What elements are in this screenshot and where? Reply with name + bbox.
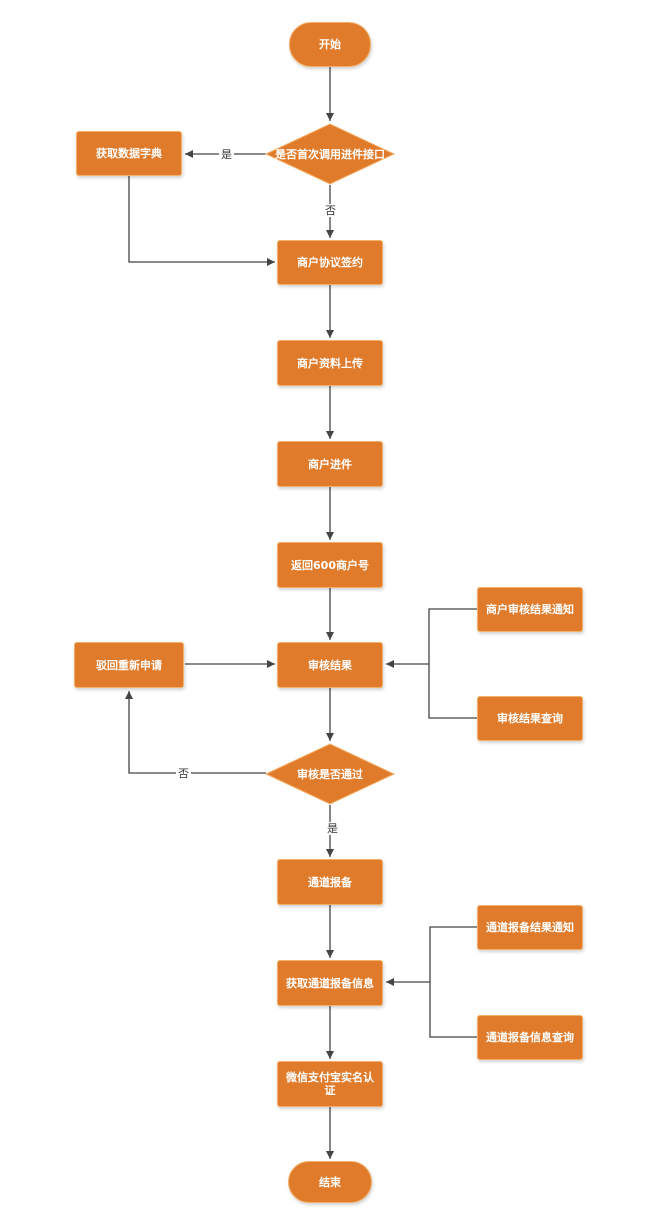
edge-label-review-no: 否 <box>176 767 191 780</box>
onboard-node: 商户进件 <box>277 441 383 487</box>
upload-docs-node: 商户资料上传 <box>277 340 383 386</box>
review-result-node: 审核结果 <box>277 642 383 688</box>
reject-reapply-node: 驳回重新申请 <box>74 642 184 688</box>
channel-report-node: 通道报备 <box>277 859 383 905</box>
edge-get-dict-to-sign <box>128 176 275 266</box>
decision-first-call: 是否首次调用进件接口 <box>265 123 395 185</box>
decision-review-passed-label: 审核是否通过 <box>297 768 363 781</box>
edge-review-notify-bracket <box>428 608 477 719</box>
report-query-node: 通道报备信息查询 <box>477 1015 583 1060</box>
realname-auth-node: 微信支付宝实名认证 <box>277 1061 383 1107</box>
get-dictionary-node: 获取数据字典 <box>76 131 182 176</box>
edge-label-review-yes: 是 <box>325 822 340 835</box>
decision-first-call-label: 是否首次调用进件接口 <box>275 148 385 161</box>
return-merchant-id-node: 返回600商户号 <box>277 542 383 588</box>
diamond-shape <box>265 123 395 185</box>
start-node: 开始 <box>289 22 371 67</box>
end-node: 结束 <box>288 1161 372 1203</box>
edge-report-notify-bracket <box>429 926 477 1038</box>
edge-label-first-call-yes: 是 <box>219 148 234 161</box>
diamond-shape <box>265 743 395 805</box>
review-notify-node: 商户审核结果通知 <box>477 587 583 632</box>
report-notify-node: 通道报备结果通知 <box>477 905 583 950</box>
edge-label-first-call-no: 否 <box>323 204 338 217</box>
decision-review-passed: 审核是否通过 <box>265 743 395 805</box>
review-query-node: 审核结果查询 <box>477 696 583 741</box>
sign-agreement-node: 商户协议签约 <box>277 240 383 285</box>
edge-review-no <box>125 691 266 774</box>
get-report-info-node: 获取通道报备信息 <box>277 960 383 1006</box>
